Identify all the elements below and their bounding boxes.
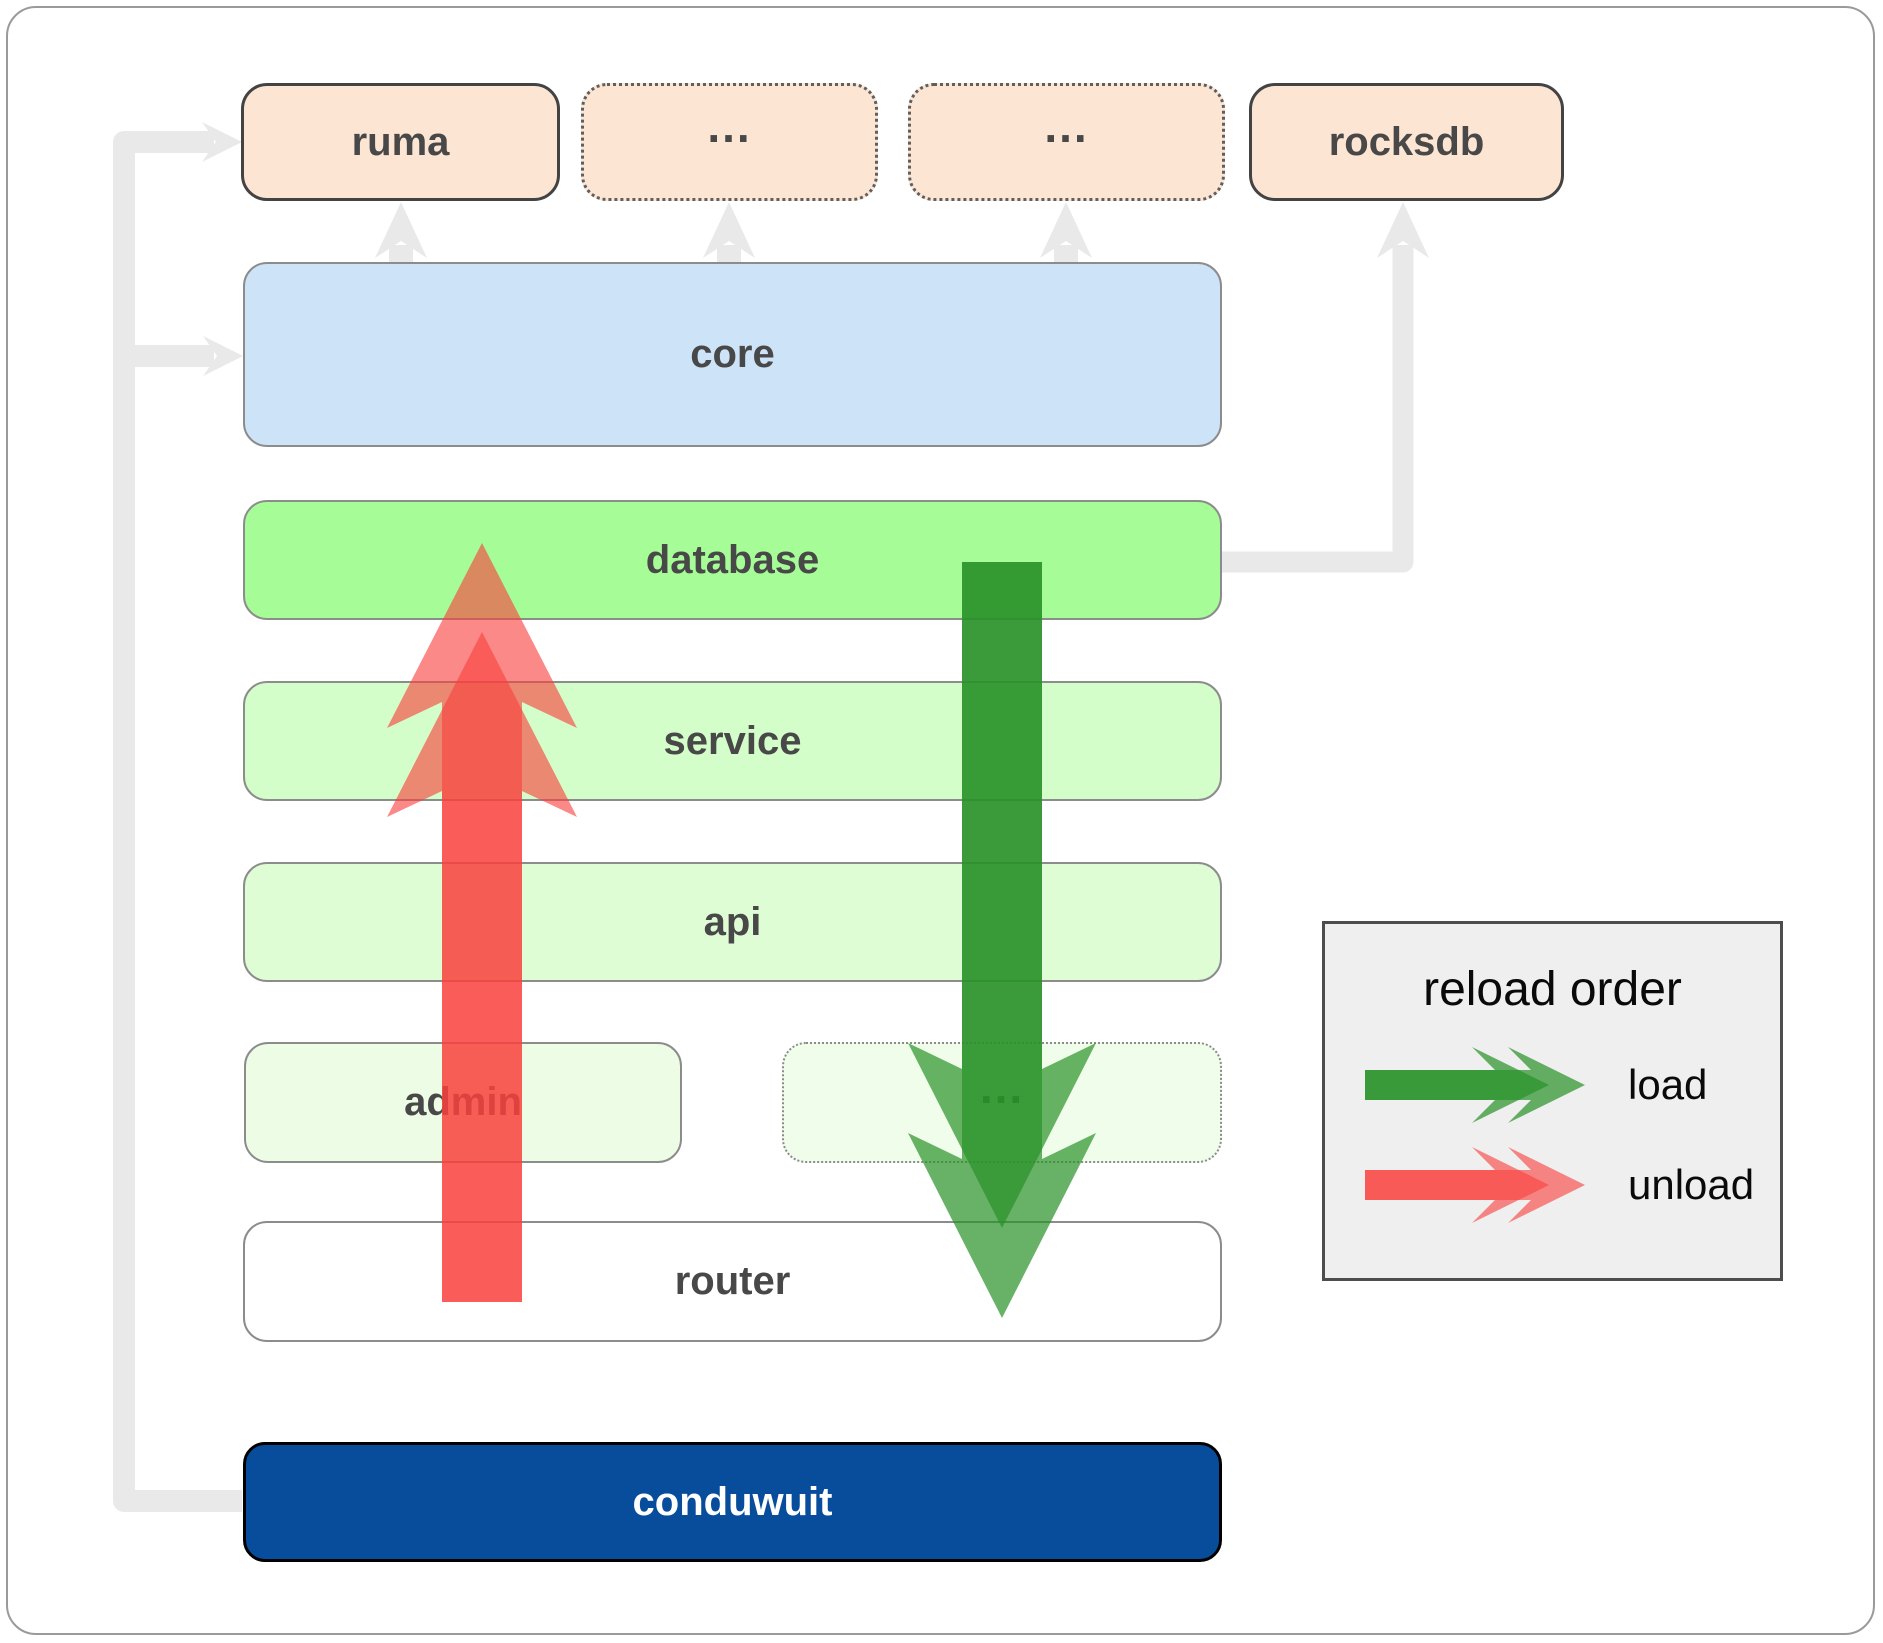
module-label-ruma: ruma (351, 119, 450, 164)
legend-title: reload order (1423, 963, 1682, 1016)
layer-box-api: api (243, 862, 1222, 982)
layer-box-service: service (243, 681, 1222, 801)
layer-box-core: core (243, 262, 1222, 447)
module-label-more-2: ... (1044, 99, 1089, 152)
layer-label-database: database (645, 537, 820, 582)
legend: reload order load unload (1322, 921, 1783, 1281)
layer-label-admin: admin (404, 1080, 522, 1124)
app-label-conduwuit: conduwuit (632, 1479, 833, 1524)
module-box-rocksdb: rocksdb (1249, 83, 1564, 201)
module-box-ruma: ruma (241, 83, 560, 201)
layer-label-router: router (674, 1259, 791, 1303)
layer-label-api: api (703, 899, 762, 944)
layer-box-admin: admin (244, 1042, 682, 1163)
legend-load-label: load (1628, 1061, 1708, 1108)
layer-box-admin-more: ... (782, 1042, 1222, 1163)
module-box-more-2: ... (908, 83, 1225, 201)
diagram-frame (6, 6, 1875, 1635)
legend-arrow-icons (1365, 1047, 1585, 1223)
module-label-rocksdb: rocksdb (1328, 119, 1485, 164)
module-box-more-1: ... (581, 83, 878, 201)
app-box-conduwuit: conduwuit (243, 1442, 1222, 1562)
layer-label-core: core (690, 332, 775, 376)
layer-label-admin-more: ... (979, 1060, 1025, 1113)
legend-load-arrow-icon (1365, 1047, 1585, 1123)
legend-unload-label: unload (1628, 1161, 1755, 1208)
layer-label-service: service (663, 718, 802, 763)
layer-box-router: router (243, 1221, 1222, 1342)
legend-unload-arrow-icon (1365, 1147, 1585, 1223)
layer-box-database: database (243, 500, 1222, 620)
module-label-more-1: ... (707, 99, 752, 152)
